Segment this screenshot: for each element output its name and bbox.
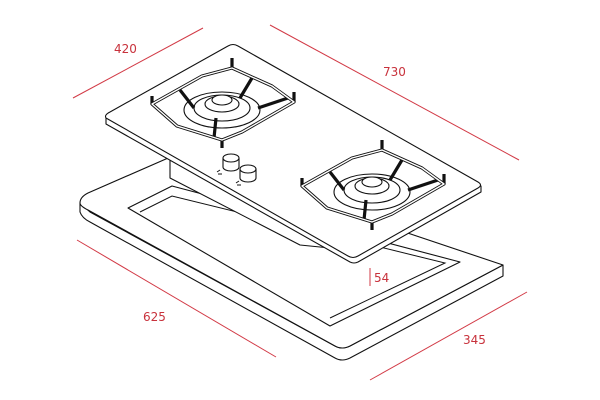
dimension-label-54: 54	[374, 271, 390, 285]
dimension-label-730: 730	[383, 65, 406, 79]
countertop	[79, 154, 504, 361]
dimension-label-420: 420	[114, 42, 137, 56]
dimension-label-625: 625	[143, 310, 166, 324]
dimension-line-730	[269, 24, 520, 161]
dimension-label-345: 345	[463, 333, 486, 347]
dimension-line-420	[72, 27, 204, 99]
burner-left	[150, 58, 296, 148]
control-knob-left	[216, 153, 240, 175]
dimension-line-625	[76, 239, 277, 358]
dimension-line-345	[369, 291, 528, 381]
control-knob-right	[235, 164, 257, 186]
burner-right	[300, 140, 446, 230]
